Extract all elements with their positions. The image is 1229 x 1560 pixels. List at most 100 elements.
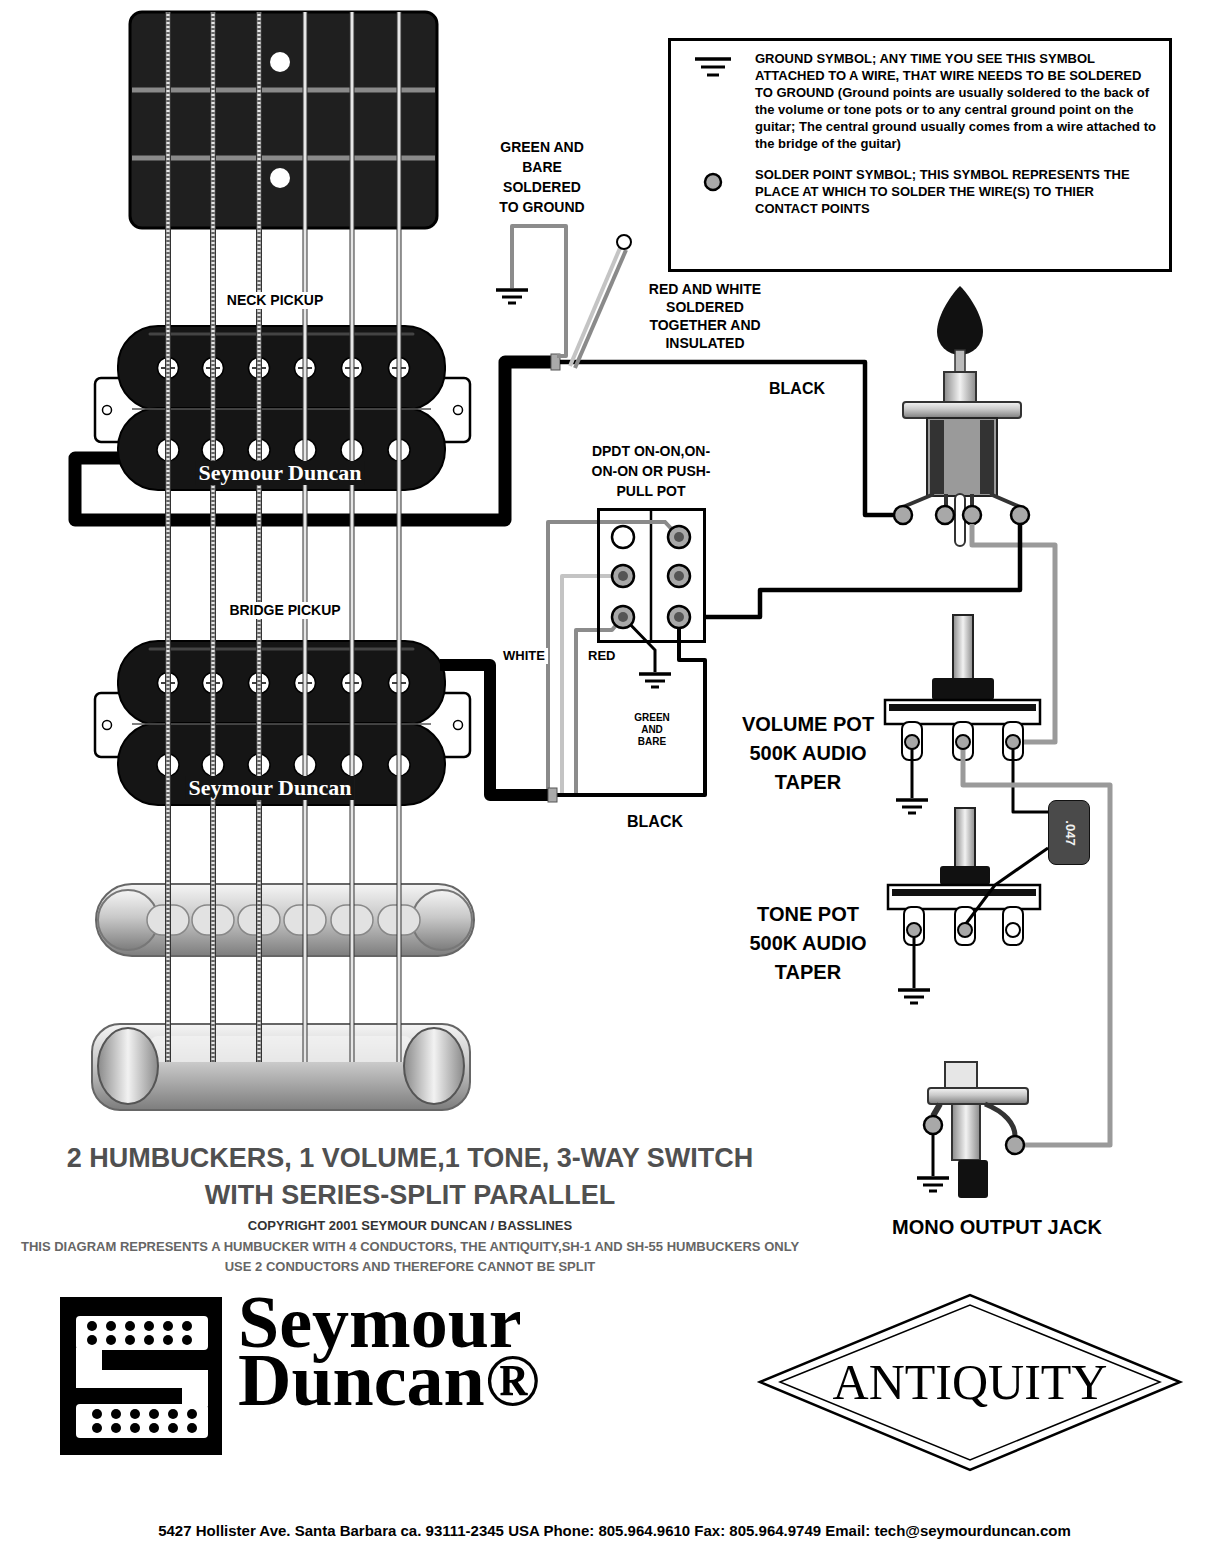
- guitar-string: [350, 12, 355, 1062]
- neck-pickup-leads: [575, 250, 626, 368]
- seymour-duncan-logo-mark: [144, 1321, 154, 1331]
- legend-text: SOLDER POINT SYMBOL; THIS SYMBOL REPRESE…: [755, 166, 1157, 217]
- switch-wire: [679, 524, 1020, 617]
- tone-pot: TONE POT 500K AUDIO TAPER: [888, 885, 1040, 950]
- ground-symbol-sample: [691, 54, 735, 84]
- legend-row: GROUND SYMBOL; ANY TIME YOU SEE THIS SYM…: [671, 50, 1157, 152]
- legend-sample-cell: [671, 50, 755, 84]
- guitar-string: [303, 12, 308, 1062]
- tone-pot-drawing: [1003, 907, 1023, 945]
- legend-text: GROUND SYMBOL; ANY TIME YOU SEE THIS SYM…: [755, 50, 1157, 152]
- stop-tailpiece: [404, 1028, 464, 1104]
- tone-pot-drawing: [888, 885, 1040, 909]
- bridge-pickup-cable: [548, 788, 557, 802]
- dpdt-switch-drawing: [618, 571, 628, 581]
- dpdt-switch-drawing: [668, 526, 690, 548]
- seymour-duncan-logo-mark: [111, 1409, 121, 1419]
- tone-pot-drawing: [958, 923, 972, 937]
- conductor-note: THIS DIAGRAM REPRESENTS A HUMBUCKER WITH…: [20, 1237, 800, 1277]
- seymour-duncan-logo-mark: [182, 1335, 192, 1345]
- legend-sample-cell: [671, 166, 755, 194]
- volume-pot-drawing: [956, 735, 970, 749]
- guitar-string: [398, 12, 401, 1062]
- wire: [995, 848, 1048, 885]
- pickup-heading: NECK PICKUP: [224, 292, 326, 309]
- output-jack-drawing: [933, 1104, 940, 1116]
- guitar-string: [211, 12, 215, 1062]
- seymour-duncan-logo-mark: [87, 1335, 97, 1345]
- dpdt-switch: DPDT ON-ON,ON-ON-ON OR PUSH-PULL POT: [597, 508, 706, 643]
- fretboard: [130, 12, 437, 228]
- wire-note: GREEN AND BARE SOLDERED TO GROUND: [494, 137, 590, 217]
- switch-wire: [679, 524, 1055, 742]
- three-way-switch: [894, 286, 1029, 546]
- diagram-title: 2 HUMBUCKERS, 1 VOLUME,1 TONE, 3-WAY SWI…: [50, 1140, 770, 1214]
- dpdt-switch-drawing: [576, 617, 623, 795]
- output-jack: MONO OUTPUT JACK: [920, 1060, 1040, 1200]
- guitar-string: [168, 12, 399, 1062]
- bridge-pickup-cable: [440, 665, 553, 795]
- three-way-switch: [980, 420, 994, 494]
- three-way-switch: [894, 506, 912, 524]
- brand-logo-text: Seymour Duncan®: [238, 1293, 568, 1409]
- neck-pickup-drawing: [95, 326, 470, 490]
- seymour-duncan-logo-mark: [163, 1335, 173, 1345]
- fretboard: [132, 88, 435, 93]
- wire-color-label: GREEN AND BARE: [627, 712, 677, 748]
- wire-note: RED AND WHITE SOLDERED TOGETHER AND INSU…: [638, 280, 772, 352]
- guitar-string: [257, 12, 261, 1062]
- jack-label: MONO OUTPUT JACK: [892, 1215, 1102, 1239]
- three-way-switch: [963, 506, 981, 524]
- dpdt-switch-drawing: [612, 526, 634, 548]
- dpdt-switch-drawing: [674, 571, 684, 581]
- three-way-switch: [1011, 506, 1029, 524]
- antiquity-logo-text: ANTIQUITY: [833, 1356, 1108, 1408]
- stop-tailpiece: [92, 1024, 470, 1110]
- copyright-note: COPYRIGHT 2001 SEYMOUR DUNCAN / BASSLINE…: [60, 1217, 760, 1235]
- three-way-switch: [903, 402, 1021, 418]
- seymour-duncan-logo-mark: [76, 1370, 208, 1388]
- fretboard: [270, 52, 290, 72]
- pickup-heading: BRIDGE PICKUP: [226, 602, 343, 619]
- fretboard: [132, 156, 435, 161]
- guitar-string: [165, 12, 171, 1062]
- dpdt-switch-drawing: [576, 510, 704, 795]
- wire-color-label: WHITE: [500, 648, 548, 664]
- pickup-brand: Seymour Duncan: [186, 776, 355, 800]
- solder-point-sample: [701, 170, 725, 194]
- volume-pot-drawing: [1006, 735, 1020, 749]
- volume-pot-drawing: [889, 704, 1036, 711]
- fretboard: [130, 12, 437, 228]
- tone-pot-drawing: [913, 930, 916, 988]
- antiquity-logo-diamond: [760, 1295, 1180, 1470]
- neck-pickup-leads: [496, 290, 528, 303]
- seymour-duncan-logo-mark: [187, 1423, 197, 1433]
- legend-row: SOLDER POINT SYMBOL; THIS SYMBOL REPRESE…: [671, 166, 1157, 217]
- stop-tailpiece: [92, 1024, 470, 1110]
- seymour-duncan-logo-mark: [76, 1316, 208, 1350]
- stop-tailpiece: [98, 1028, 158, 1104]
- dpdt-switch-drawing: [668, 606, 690, 628]
- dpdt-switch-drawing: [597, 522, 679, 537]
- volume-pot-drawing: [953, 615, 973, 679]
- ground-symbol-sample: [695, 57, 731, 61]
- tone-pot-drawing: [940, 866, 990, 885]
- guitar-string: [210, 12, 216, 1062]
- seymour-duncan-logo-mark: [76, 1404, 208, 1438]
- output-jack-drawing: [1006, 1136, 1024, 1154]
- output-jack-drawing: [985, 1104, 1015, 1136]
- seymour-duncan-logo-mark: [168, 1423, 178, 1433]
- dpdt-switch-drawing: [668, 565, 690, 587]
- seymour-duncan-logo-mark: [87, 1321, 97, 1331]
- tune-o-matic-bridge: [96, 884, 474, 956]
- seymour-duncan-logo-mark: [163, 1321, 173, 1331]
- seymour-duncan-logo-mark: [76, 1348, 102, 1372]
- three-way-switch: [927, 418, 997, 496]
- seymour-duncan-logo-mark: [92, 1423, 102, 1433]
- neck-pickup-leads: [496, 226, 894, 515]
- wire: [963, 768, 1110, 1145]
- bridge-pickup: BRIDGE PICKUPSeymour Duncan: [118, 640, 445, 805]
- neck-pickup: NECK PICKUPSeymour Duncan: [118, 325, 445, 490]
